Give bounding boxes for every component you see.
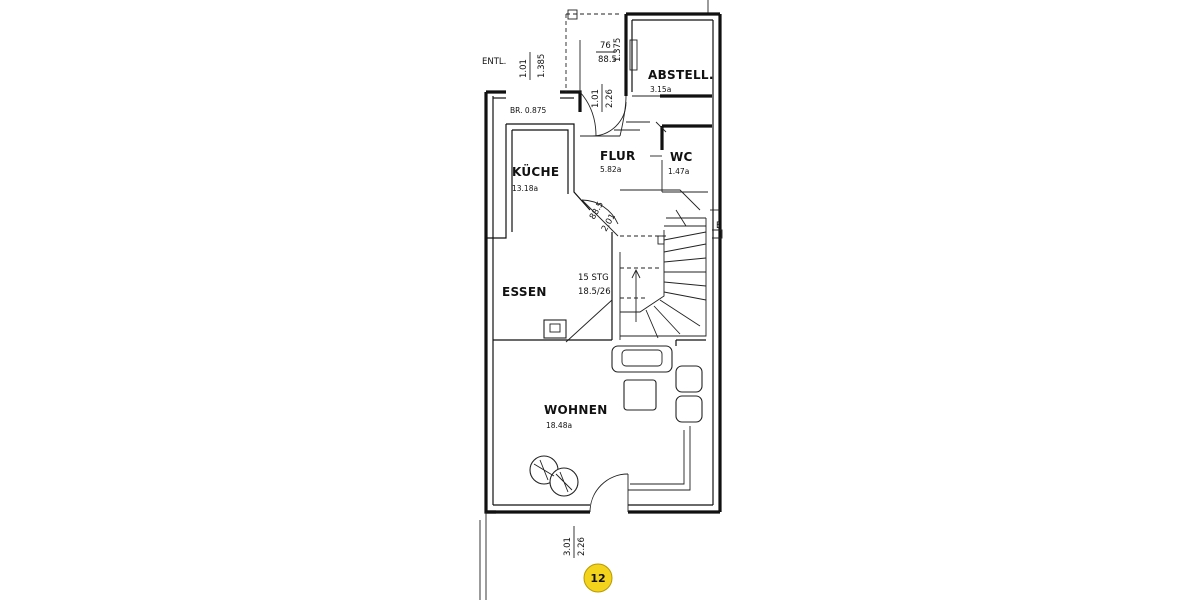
plant-decoration: [529, 455, 579, 497]
room-abstell: ABSTELL. 3.15a: [629, 39, 714, 98]
dim-kitchen-door-height: 2.01: [600, 212, 618, 233]
dim-flur-door-width: 1.01: [591, 89, 601, 108]
right-edge-marker: E: [712, 221, 723, 239]
armchair-bottom: [675, 395, 703, 423]
room-kueche: BR. 0.875 KÜCHE 13.18a 88.5 2.01: [486, 106, 619, 239]
stairs-ratio-label: 18.5/26: [578, 287, 611, 297]
badge-circle: [583, 563, 613, 593]
armchair-top: [675, 365, 703, 393]
room-kueche-name: KÜCHE: [512, 164, 559, 179]
room-wc: WC 1.47a: [650, 121, 712, 193]
room-wohnen-area: 18.48a: [546, 421, 572, 430]
chimney-box: [543, 319, 567, 339]
staircase: 15 STG 18.5/26: [565, 209, 707, 343]
room-kueche-area: 13.18a: [512, 184, 538, 193]
terrace-door: 3.01 2.26: [563, 473, 629, 558]
dimension-flur-door: 1.01 2.26: [591, 84, 615, 112]
dim-kitchen-door-width: 88.5: [588, 200, 606, 221]
kitchen-window-label: BR. 0.875: [510, 106, 547, 115]
room-essen: ESSEN: [493, 285, 612, 341]
dim-abstell-side: 1.375: [613, 38, 623, 62]
dimension-top-window: 76 88.5 1.375: [596, 38, 623, 65]
hall-walls: [614, 121, 720, 211]
dim-top-window-height: 88.5: [598, 55, 617, 65]
room-flur: FLUR 5.82a: [600, 149, 636, 174]
dim-flur-door-height: 2.26: [605, 89, 615, 108]
room-essen-name: ESSEN: [502, 285, 547, 299]
dim-entl-height: 1.385: [537, 54, 547, 78]
entl-window: ENTL. 1.01 1.385: [482, 52, 547, 80]
plan-number-badge: 12: [583, 563, 613, 593]
room-flur-area: 5.82a: [600, 165, 621, 174]
room-flur-name: FLUR: [600, 149, 636, 163]
entl-label: ENTL.: [482, 57, 506, 67]
stairs-steps-label: 15 STG: [578, 273, 609, 283]
room-wohnen-name: WOHNEN: [544, 403, 608, 417]
room-abstell-area: 3.15a: [650, 85, 671, 94]
room-wc-name: WC: [670, 150, 693, 164]
room-wohnen: WOHNEN 18.48a: [529, 339, 706, 497]
sofa: [611, 345, 673, 373]
dim-top-window-width: 76: [600, 41, 611, 51]
dim-terrace-door-width: 3.01: [563, 537, 573, 556]
terrace-lines: [479, 512, 487, 600]
room-abstell-name: ABSTELL.: [648, 68, 714, 82]
room-wc-area: 1.47a: [668, 167, 689, 176]
exterior-walls: [484, 0, 722, 514]
edge-marker-letter: E: [716, 221, 721, 231]
entrance-area: [565, 9, 627, 137]
coffee-table: [623, 379, 657, 411]
dim-terrace-door-height: 2.26: [577, 537, 587, 556]
dim-entl-width: 1.01: [519, 59, 529, 78]
badge-number: 12: [590, 572, 605, 585]
